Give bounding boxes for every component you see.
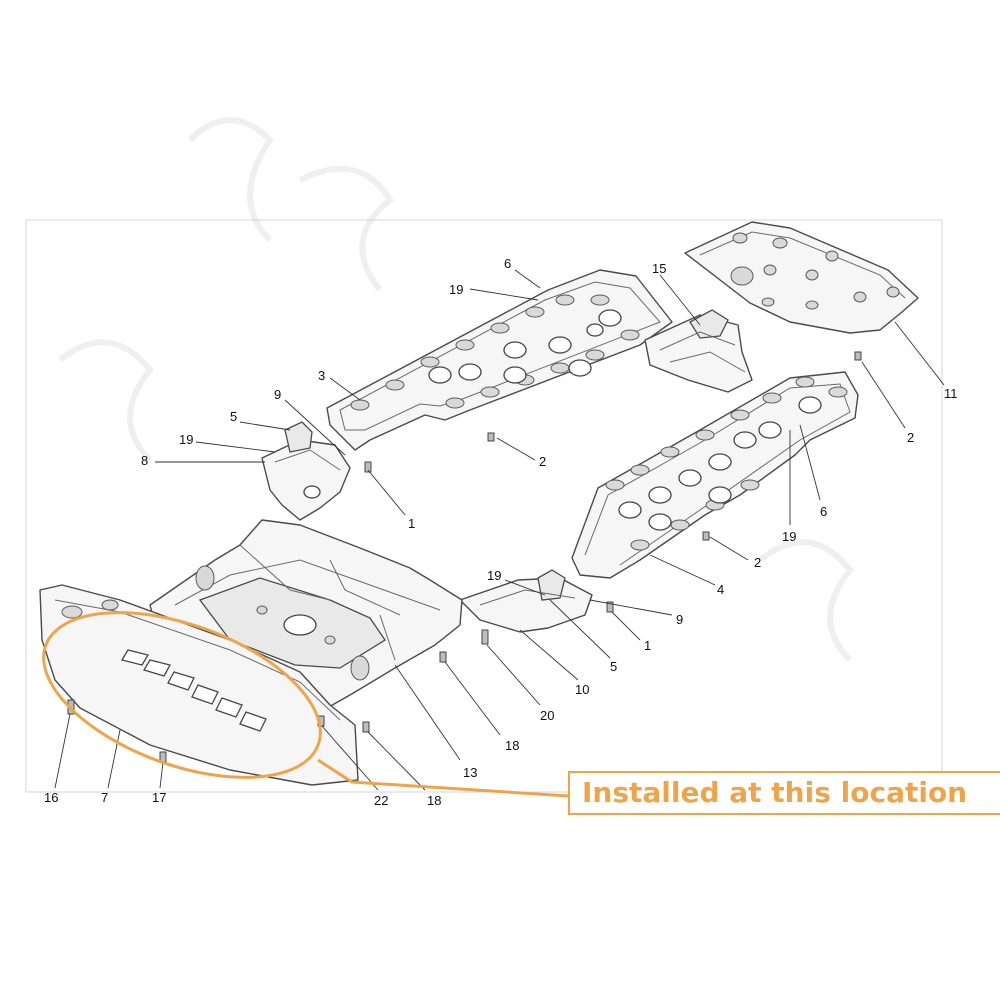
- panel-part-4: [571, 371, 859, 579]
- callout-label: 2: [754, 555, 761, 570]
- callout-label: 5: [610, 659, 617, 674]
- callout-label: 1: [644, 638, 651, 653]
- callout-label: 19: [487, 568, 501, 583]
- bracket-part-15: [644, 309, 753, 393]
- highlight-ellipse: [42, 611, 322, 779]
- callout-label: 2: [539, 454, 546, 469]
- callout-label: 19: [449, 282, 463, 297]
- watermark: [58, 117, 854, 663]
- callout-label: 19: [179, 432, 193, 447]
- bracket-part-10: [459, 569, 593, 633]
- callout-label: 10: [575, 682, 589, 697]
- callout-label: 4: [717, 582, 724, 597]
- callout-label: 15: [652, 261, 666, 276]
- callout-label: 18: [505, 738, 519, 753]
- callout-label: 22: [374, 793, 388, 808]
- callout-label: 6: [504, 256, 511, 271]
- callout-label: 17: [152, 790, 166, 805]
- callout-label: 13: [463, 765, 477, 780]
- callout-label: 9: [274, 387, 281, 402]
- callout-label: 18: [427, 793, 441, 808]
- callout-label: 11: [944, 386, 958, 401]
- callout-label: 16: [44, 790, 58, 805]
- callout-label: 8: [141, 453, 148, 468]
- callout-label: 19: [782, 529, 796, 544]
- highlight-marker: [42, 611, 569, 798]
- callout-labels: 6 19 15 3 9 5 19 8 2 1 11 2 6 19 2 4 19 …: [44, 256, 958, 808]
- tray-part-7: [39, 584, 359, 786]
- leader-lines: [54, 269, 945, 791]
- callout-label: 1: [408, 516, 415, 531]
- callout-label: 20: [540, 708, 554, 723]
- callout-label: 2: [907, 430, 914, 445]
- callout-label: 6: [820, 504, 827, 519]
- callout-label: 5: [230, 409, 237, 424]
- callout-label: 7: [101, 790, 108, 805]
- bracket-part-8: [261, 421, 351, 521]
- panel-part-11: [684, 221, 919, 334]
- panel-part-3: [326, 269, 673, 451]
- location-note: Installed at this location: [568, 771, 1000, 815]
- callout-label: 9: [676, 612, 683, 627]
- highlight-leader-line: [317, 758, 569, 798]
- callout-label: 3: [318, 368, 325, 383]
